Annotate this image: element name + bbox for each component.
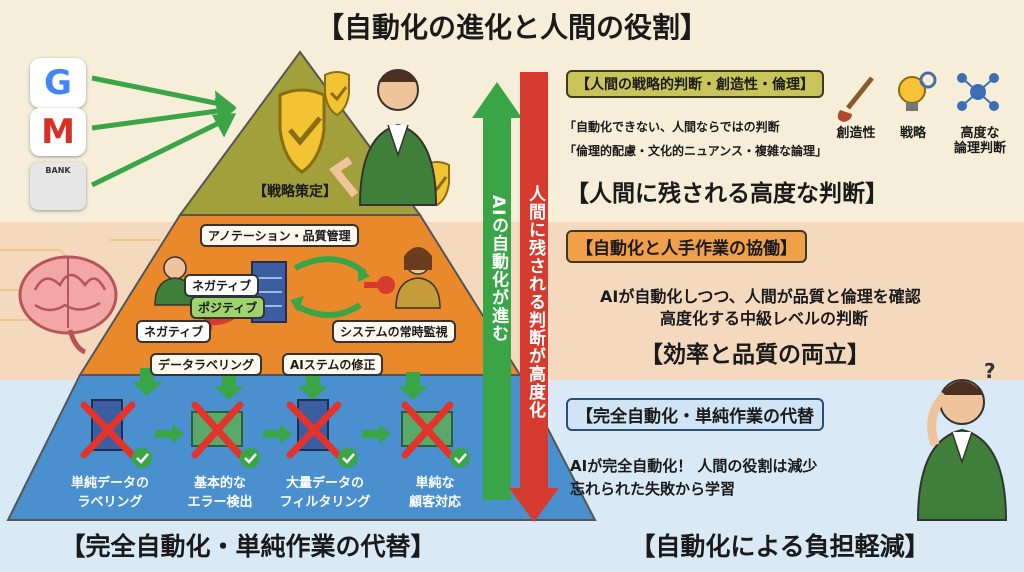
task-label: 単純データのラベリング — [70, 476, 149, 510]
brush-icon — [837, 76, 874, 122]
bottom-left-caption: 【完全自動化・単純作業の代替】 — [60, 532, 436, 561]
right-middle-line2: 高度化する中級レベルの判断 — [660, 309, 869, 328]
tier-down-arrows — [132, 368, 428, 400]
tag-positive: ポジティブ — [190, 296, 266, 319]
down-arrow-advanced-judgment — [509, 72, 559, 522]
question-mark-icon: ? — [984, 359, 996, 383]
right-middle-header: 【自動化と人手作業の協働】 — [566, 230, 807, 263]
task-label: 単純な顧客対応 — [408, 476, 461, 510]
right-top-line2: 「倫理的配慮・文化的ニュアンス・複雑な論理」 — [564, 144, 828, 158]
lightbulb-gear-icon — [898, 71, 937, 111]
worker-woman-illustration — [395, 247, 441, 309]
task-label: 基本的なエラー検出 — [187, 476, 253, 510]
correction-label: AIステムの修正 — [282, 353, 384, 376]
icon-label-strategy: 戦略 — [899, 126, 926, 141]
right-bottom-header: 【完全自動化・単純作業の代替 — [566, 398, 824, 431]
confused-man-illustration: ? — [916, 359, 1008, 521]
bank-icon: BANK — [30, 162, 86, 210]
bottom-right-caption: 【自動化による負担軽減】 — [630, 532, 930, 561]
shield-check-icon — [278, 88, 326, 174]
flow-arrows — [155, 424, 391, 444]
down-arrow-label: 人間に残される判断が高度化 — [525, 185, 545, 419]
right-bottom-line2: 忘れられた失敗から学習 — [570, 480, 736, 498]
icon-label-creativity: 創造性 — [836, 126, 876, 141]
labeling-label: データラベリング — [150, 353, 263, 376]
small-shield-icon — [324, 71, 350, 117]
cross-icon — [80, 401, 454, 459]
icon-label-logic: 高度な 論理判断 — [953, 126, 1006, 156]
right-top-line1: 「自動化できない、人間ならではの判断 — [564, 120, 780, 134]
up-arrow-label: AIの自動化が進む — [488, 195, 508, 343]
network-icon — [957, 73, 999, 111]
right-bottom-line1: AIが完全自動化！ 人間の役割は減少 — [570, 457, 818, 475]
annotation-label: アノテーション・品質管理 — [200, 224, 359, 247]
circuit-board-icon — [401, 411, 453, 447]
businessman-illustration — [329, 69, 438, 206]
page-title: 【自動化の進化と人間の役割】 — [315, 11, 708, 44]
input-arrows — [90, 75, 237, 188]
google-g-icon: G — [30, 58, 86, 108]
task-label: 大量データのフィルタリング — [279, 476, 371, 510]
key-icon — [364, 276, 395, 294]
right-middle-big: 【効率と品質の両立】 — [640, 342, 870, 368]
up-arrow-automation — [472, 82, 522, 500]
top-tier-label: 【戦略策定】 — [253, 184, 337, 200]
tag-negative: ネガティブ — [184, 274, 260, 297]
gmail-m-icon: M — [30, 108, 86, 156]
right-middle-line1: AIが自動化しつつ、人間が品質と倫理を確認 — [600, 287, 921, 306]
tag-negative-2: ネガティブ — [136, 320, 212, 343]
right-top-header: 【人間の戦略的判断・創造性・倫理】 — [566, 70, 824, 98]
check-badge-icon — [132, 448, 470, 468]
right-top-big: 【人間に残される高度な判断】 — [566, 181, 888, 207]
brain-icon — [18, 255, 118, 355]
monitor-label: システムの常時監視 — [332, 320, 456, 343]
